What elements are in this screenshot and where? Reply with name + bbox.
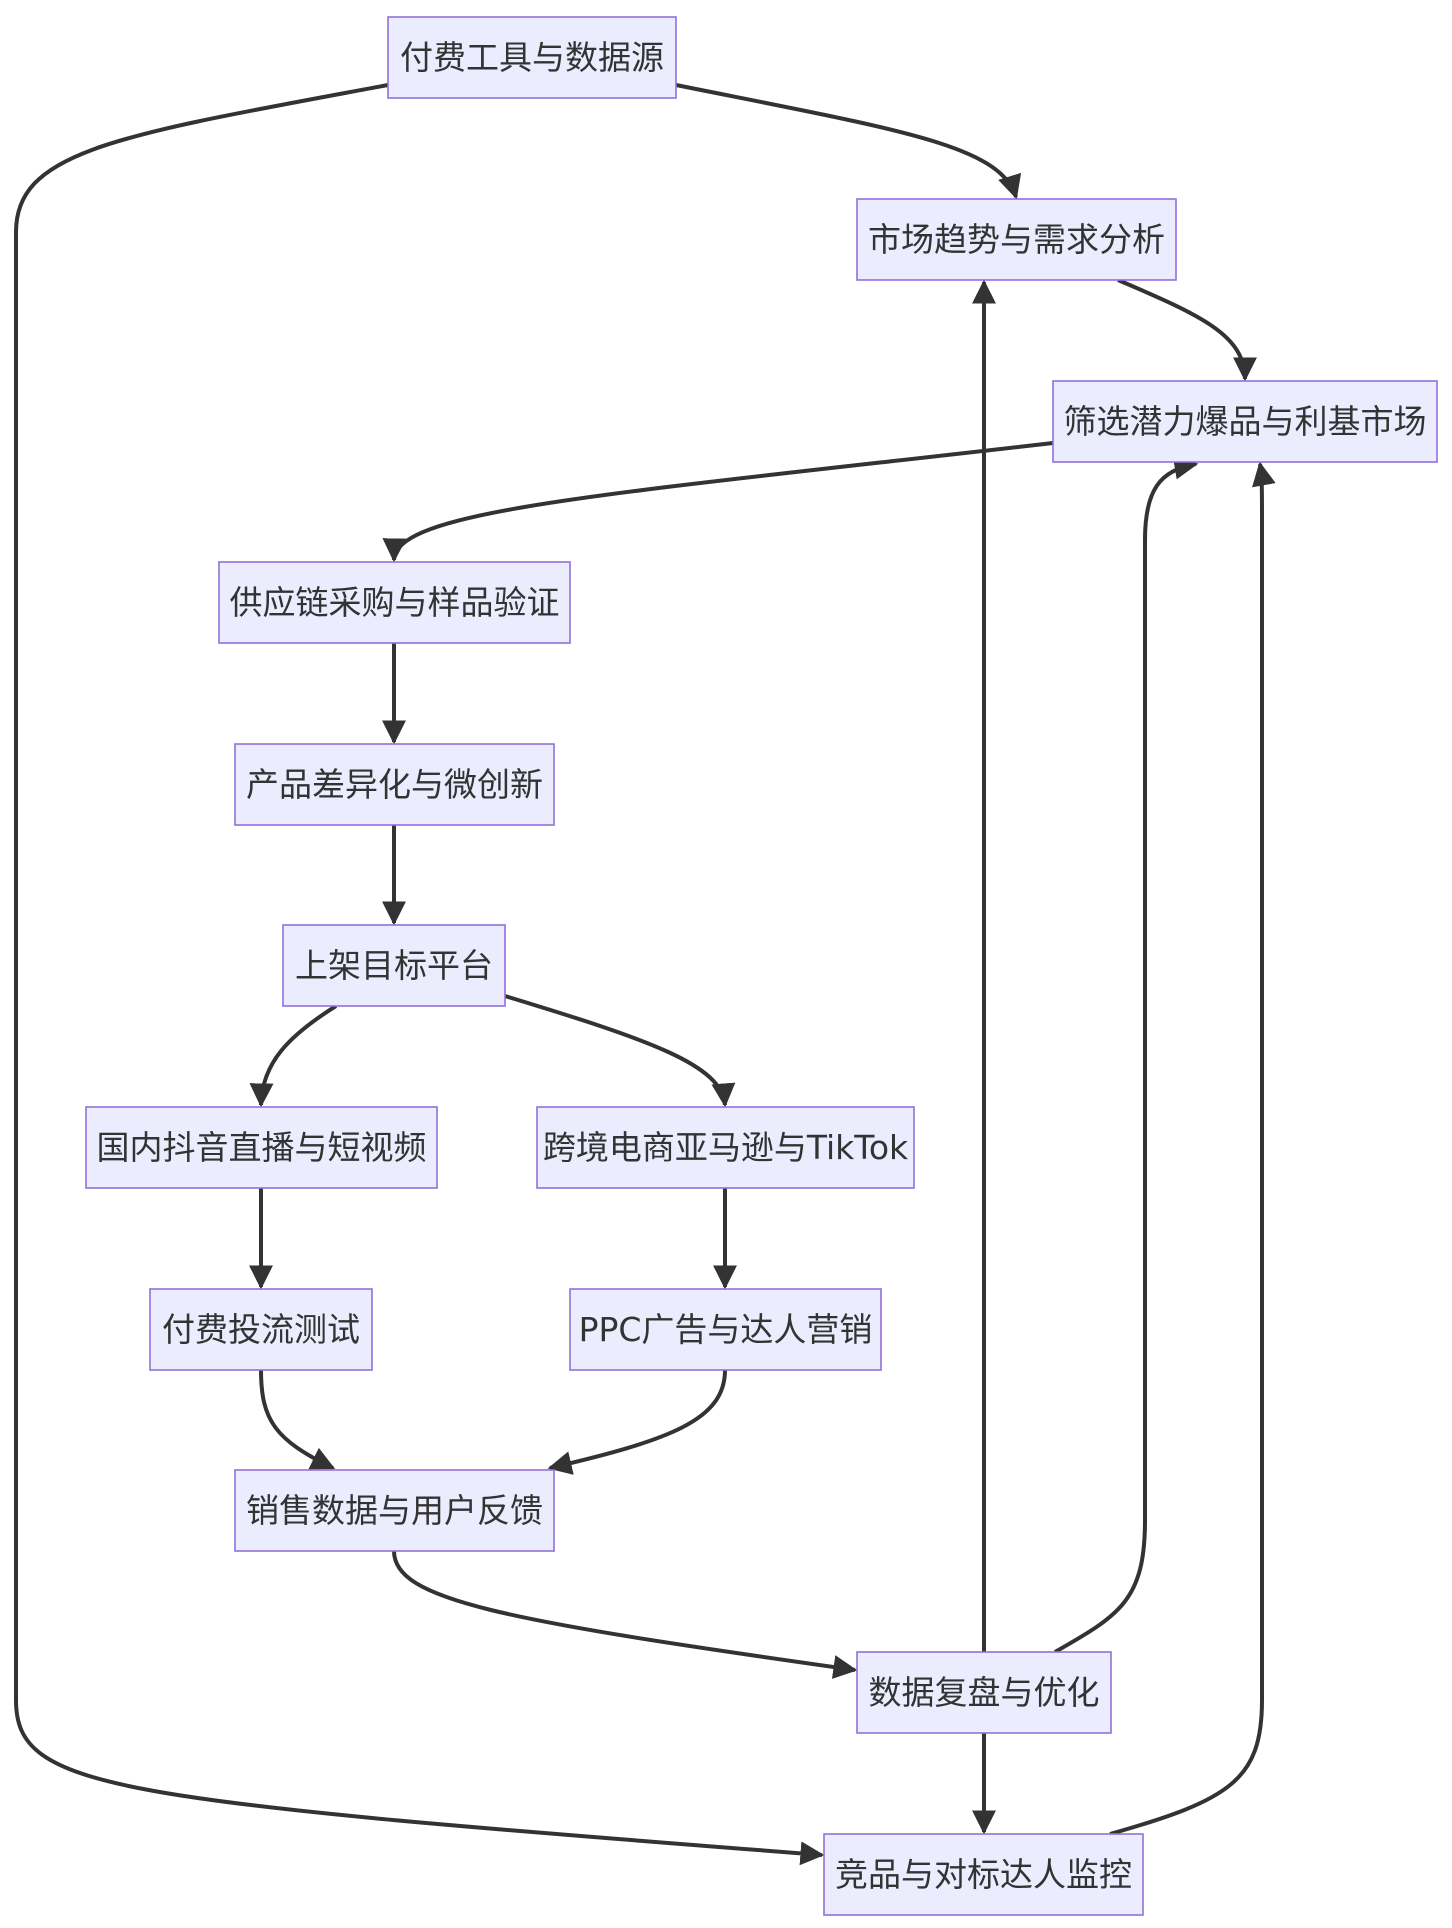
node-box	[282, 924, 506, 1007]
edge-n6-n8	[504, 994, 736, 1108]
node-box	[218, 561, 571, 644]
edge-n1-n2	[675, 83, 1022, 200]
edge-n12-n3	[1054, 455, 1199, 1654]
node-box	[569, 1288, 882, 1371]
edge-n3-n4	[382, 441, 1054, 563]
nodes-layer: 付费工具与数据源市场趋势与需求分析筛选潜力爆品与利基市场供应链采购与样品验证产品…	[85, 16, 1438, 1916]
node-n13[interactable]: 竞品与对标达人监控	[823, 1833, 1144, 1916]
node-label: 销售数据与用户反馈	[246, 1491, 543, 1530]
node-box	[1052, 380, 1438, 463]
node-label: 筛选潜力爆品与利基市场	[1064, 402, 1427, 441]
edge-n9-n11	[259, 1369, 336, 1470]
edges-layer	[14, 83, 1276, 1866]
node-n3[interactable]: 筛选潜力爆品与利基市场	[1052, 380, 1438, 463]
node-label: PPC广告与达人营销	[579, 1310, 873, 1349]
node-label: 市场趋势与需求分析	[868, 220, 1165, 259]
node-n4[interactable]: 供应链采购与样品验证	[218, 561, 571, 644]
node-n6[interactable]: 上架目标平台	[282, 924, 506, 1007]
node-box	[234, 743, 555, 826]
edge-n6-n7	[249, 1004, 338, 1108]
edge-n1-n13	[14, 83, 825, 1866]
edge-n2-n3	[1117, 278, 1257, 382]
node-label: 国内抖音直播与短视频	[97, 1128, 427, 1167]
node-box	[387, 16, 677, 99]
node-n5[interactable]: 产品差异化与微创新	[234, 743, 555, 826]
node-n2[interactable]: 市场趋势与需求分析	[856, 198, 1177, 281]
node-label: 付费工具与数据源	[400, 38, 664, 77]
node-box	[856, 198, 1177, 281]
node-n12[interactable]: 数据复盘与优化	[856, 1651, 1112, 1734]
node-box	[149, 1288, 373, 1371]
node-label: 上架目标平台	[295, 946, 493, 985]
node-n10[interactable]: PPC广告与达人营销	[569, 1288, 882, 1371]
node-box	[823, 1833, 1144, 1916]
node-box	[536, 1106, 915, 1189]
edge-n10-n11	[547, 1369, 727, 1475]
node-n8[interactable]: 跨境电商亚马逊与TikTok	[536, 1106, 915, 1189]
node-box	[85, 1106, 438, 1189]
node-box	[856, 1651, 1112, 1734]
node-label: 供应链采购与样品验证	[230, 583, 560, 622]
node-n1[interactable]: 付费工具与数据源	[387, 16, 677, 99]
node-n9[interactable]: 付费投流测试	[149, 1288, 373, 1371]
node-label: 跨境电商亚马逊与TikTok	[543, 1128, 909, 1167]
node-label: 数据复盘与优化	[869, 1673, 1100, 1712]
node-n11[interactable]: 销售数据与用户反馈	[234, 1469, 555, 1552]
node-n7[interactable]: 国内抖音直播与短视频	[85, 1106, 438, 1189]
node-label: 产品差异化与微创新	[246, 765, 543, 804]
node-label: 付费投流测试	[162, 1310, 360, 1349]
edge-n13-n3	[1109, 461, 1276, 1836]
node-label: 竞品与对标达人监控	[835, 1855, 1132, 1894]
edge-n11-n12	[392, 1550, 858, 1679]
node-box	[234, 1469, 555, 1552]
